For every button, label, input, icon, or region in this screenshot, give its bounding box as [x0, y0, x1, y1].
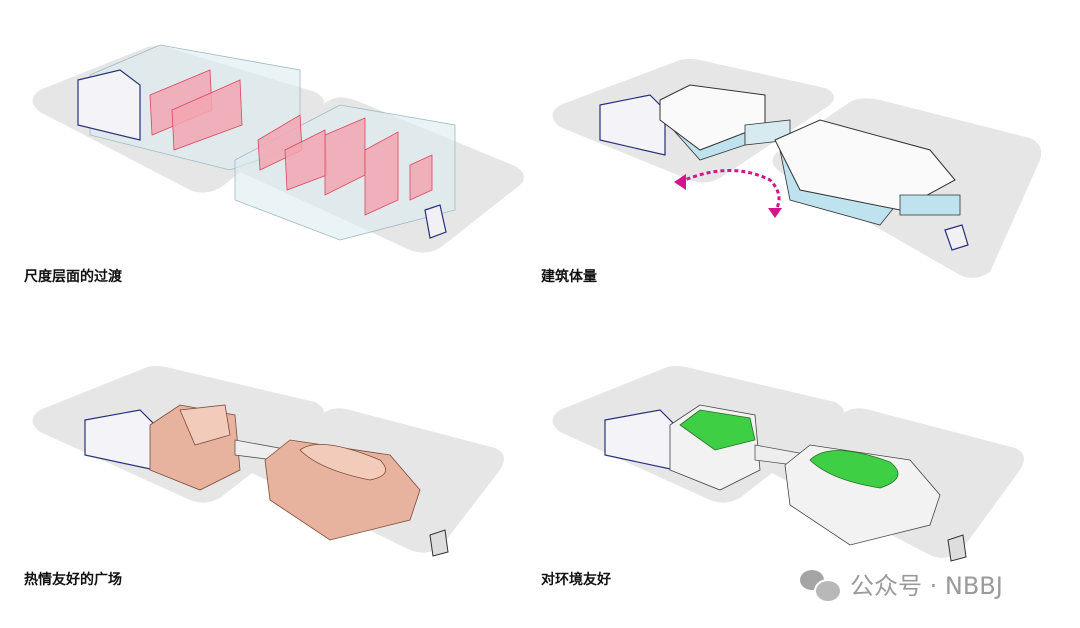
wechat-icon — [800, 568, 842, 603]
panel-scale-transition — [32, 44, 524, 253]
caption-friendly-plaza: 热情友好的广场 — [24, 572, 122, 588]
caption-environment-friendly: 对环境友好 — [541, 572, 611, 588]
caption-scale-transition: 尺度层面的过渡 — [24, 269, 122, 285]
panel-environment-friendly — [552, 366, 1024, 562]
watermark: 公众号 · NBBJ — [800, 566, 1003, 603]
watermark-text: 公众号 · NBBJ — [850, 572, 1003, 600]
caption-building-mass: 建筑体量 — [541, 269, 597, 285]
panel-friendly-plaza — [32, 366, 504, 557]
panel-building-mass — [552, 58, 1042, 278]
